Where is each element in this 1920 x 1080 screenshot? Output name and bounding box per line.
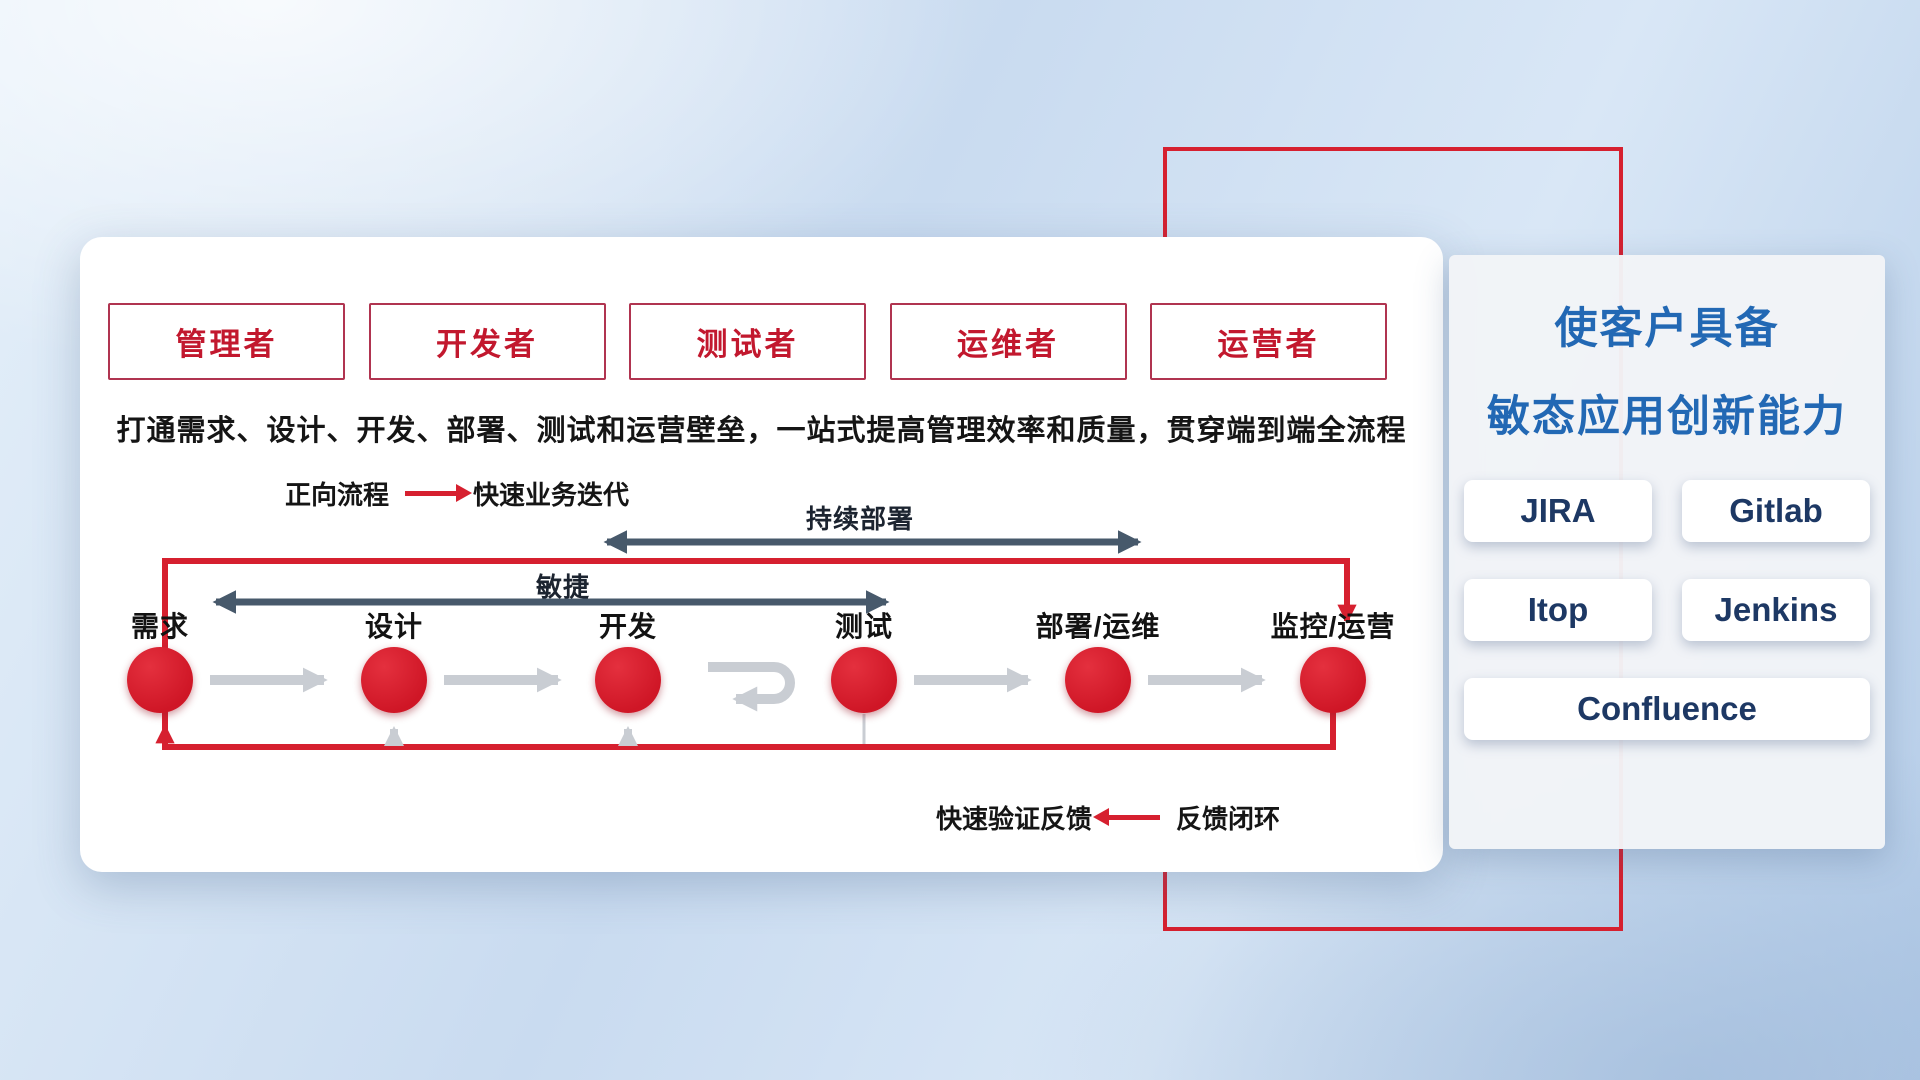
node-deploy-ops: 部署/运维 [1013,611,1183,713]
tool-chip-jenkins: Jenkins [1682,579,1870,641]
feedback-arrow-icon [1093,808,1161,826]
roles-row: 管理者 开发者 测试者 运维者 运营者 [80,303,1443,380]
flow-arrows-graphic [155,530,1357,750]
feedback-legend-label: 反馈闭环 [1176,804,1281,834]
stage-dot-icon [1300,647,1366,713]
role-box-tester: 测试者 [629,303,866,380]
node-development: 开发 [543,611,713,713]
node-monitor-ops: 监控/运营 [1248,611,1418,713]
node-label: 需求 [130,611,189,642]
role-box-operator: 运营者 [1150,303,1387,380]
panel-title-line1: 使客户具备 [1554,305,1780,353]
panel-title-line2: 敏态应用创新能力 [1487,393,1847,442]
tool-chip-itop: Itop [1464,579,1652,641]
node-testing: 测试 [779,611,949,713]
node-requirement: 需求 [75,611,245,713]
tool-chip-jira: JIRA [1464,480,1652,542]
iteration-loop-arrow [708,662,795,712]
role-label: 测试者 [696,327,799,362]
role-box-ops: 运维者 [889,303,1127,380]
node-label: 设计 [364,611,423,642]
forward-legend-caption: 快速业务迭代 [473,480,630,510]
stage-dot-icon [361,647,427,713]
node-design: 设计 [309,611,479,713]
panel-title: 使客户具备 敏态应用创新能力 [1449,285,1885,461]
capability-panel: 使客户具备 敏态应用创新能力 JIRA Gitlab Itop Jenkins … [1449,255,1885,849]
forward-legend-label: 正向流程 [285,480,390,510]
flow-description: 打通需求、设计、开发、部署、测试和运营壁垒，一站式提高管理效率和质量，贯穿端到端… [116,415,1407,447]
tool-chip-confluence: Confluence [1464,678,1870,740]
node-label: 测试 [834,611,893,642]
role-box-developer: 开发者 [368,303,606,380]
node-label: 开发 [598,611,657,642]
tool-grid: JIRA Gitlab Itop Jenkins Confluence [1464,480,1870,740]
stage-dot-icon [831,647,897,713]
forward-legend: 正向流程 快速业务迭代 [285,475,629,512]
forward-arrow-icon [405,484,473,502]
feedback-flow-line [155,707,1336,750]
continuous-deployment-label: 持续部署 [805,504,914,534]
devops-flow-card: 管理者 开发者 测试者 运维者 运营者 打通需求、设计、开发、部署、测试和运营壁… [80,237,1443,872]
node-label: 部署/运维 [1035,611,1161,642]
role-label: 开发者 [436,327,538,362]
stage-dot-icon [127,647,193,713]
stage-dot-icon [1065,647,1131,713]
role-label: 运营者 [1217,327,1320,362]
role-label: 运维者 [957,327,1059,362]
stage-dot-icon [595,647,661,713]
node-label: 监控/运营 [1270,611,1396,642]
feedback-legend: 快速验证反馈 反馈闭环 [936,799,1280,836]
feedback-legend-caption: 快速验证反馈 [936,804,1093,834]
role-label: 管理者 [175,327,278,362]
tool-chip-gitlab: Gitlab [1682,480,1870,542]
role-box-manager: 管理者 [108,303,345,380]
